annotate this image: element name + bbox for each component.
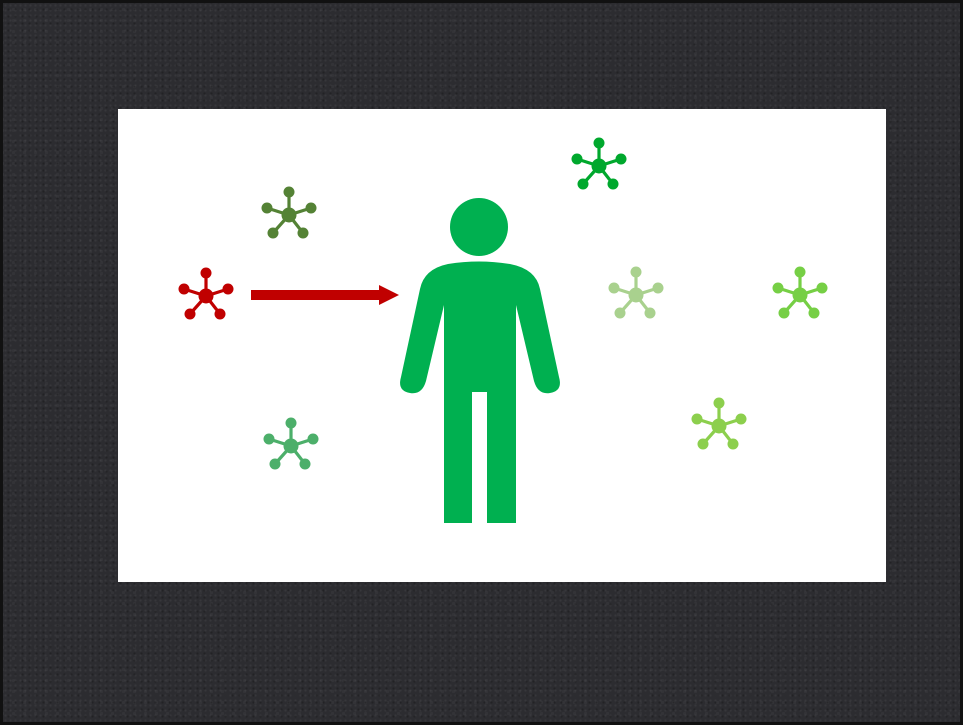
molecule-icon-yellow-green: [692, 398, 747, 450]
molecule-icon-pale-green: [609, 267, 664, 319]
diagram-panel: [118, 109, 886, 582]
molecule-icon-red: [179, 268, 234, 320]
molecule-icon-bright-green: [572, 138, 627, 190]
molecule-icon-lime-green: [773, 267, 828, 319]
molecule-icon-medium-green: [264, 418, 319, 470]
person-icon: [400, 198, 560, 523]
diagram-canvas: [118, 109, 886, 582]
arrow-right-icon: [251, 285, 399, 305]
molecule-icon-olive-green: [262, 187, 317, 239]
